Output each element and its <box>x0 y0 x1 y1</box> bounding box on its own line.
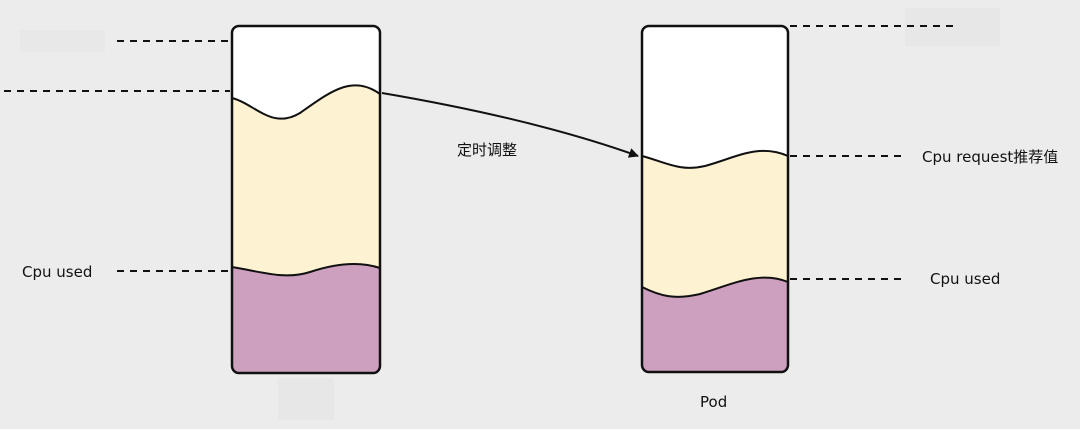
right-used-label: Cpu used <box>930 270 1000 288</box>
pod-caption: Pod <box>700 393 727 411</box>
left-column-outline <box>230 24 382 375</box>
arrow-label: 定时调整 <box>457 141 517 159</box>
right-request-label: Cpu request推荐值 <box>922 148 1058 166</box>
left-request-wave <box>231 84 381 120</box>
left-used-wave <box>231 262 381 277</box>
left-used-label: Cpu used <box>22 263 92 281</box>
right-column-outline <box>640 24 790 374</box>
background-smudge <box>278 378 334 420</box>
right-used-region <box>642 277 788 372</box>
right-request-wave <box>641 149 789 169</box>
left-pod-column <box>230 24 382 375</box>
adjust-arrow <box>381 92 639 158</box>
background-smudge <box>20 30 105 52</box>
right-pod-column <box>640 24 790 374</box>
left-used-region <box>232 263 380 373</box>
right-used-wave <box>641 276 789 298</box>
